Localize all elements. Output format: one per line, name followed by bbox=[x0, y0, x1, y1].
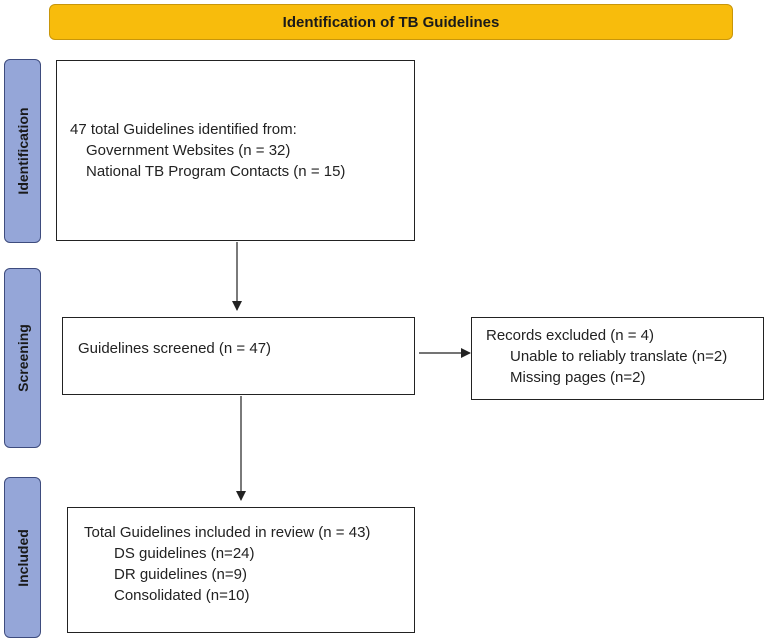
identified-item-government: Government Websites (n = 32) bbox=[86, 142, 291, 159]
screened-box: Guidelines screened (n = 47) bbox=[62, 317, 415, 395]
excluded-item-missing-pages: Missing pages (n=2) bbox=[510, 369, 646, 386]
flow-title: Identification of TB Guidelines bbox=[49, 4, 733, 40]
included-box: Total Guidelines included in review (n =… bbox=[67, 507, 415, 633]
included-item-ds: DS guidelines (n=24) bbox=[114, 545, 255, 562]
included-item-consolidated: Consolidated (n=10) bbox=[114, 587, 250, 604]
included-item-dr: DR guidelines (n=9) bbox=[114, 566, 247, 583]
identified-box: 47 total Guidelines identified from: Gov… bbox=[56, 60, 415, 241]
excluded-heading: Records excluded (n = 4) bbox=[486, 327, 655, 344]
identified-heading: 47 total Guidelines identified from: bbox=[70, 121, 297, 138]
excluded-box: Records excluded (n = 4) Unable to relia… bbox=[471, 317, 764, 400]
identified-item-ntp-contacts: National TB Program Contacts (n = 15) bbox=[86, 163, 346, 180]
included-heading: Total Guidelines included in review (n =… bbox=[84, 524, 371, 541]
stage-screening: Screening bbox=[4, 268, 41, 448]
excluded-item-translate: Unable to reliably translate (n=2) bbox=[510, 348, 728, 365]
stage-included: Included bbox=[4, 477, 41, 638]
flow-title-text: Identification of TB Guidelines bbox=[282, 13, 500, 31]
stage-identification: Identification bbox=[4, 59, 41, 243]
screened-heading: Guidelines screened (n = 47) bbox=[78, 340, 272, 357]
